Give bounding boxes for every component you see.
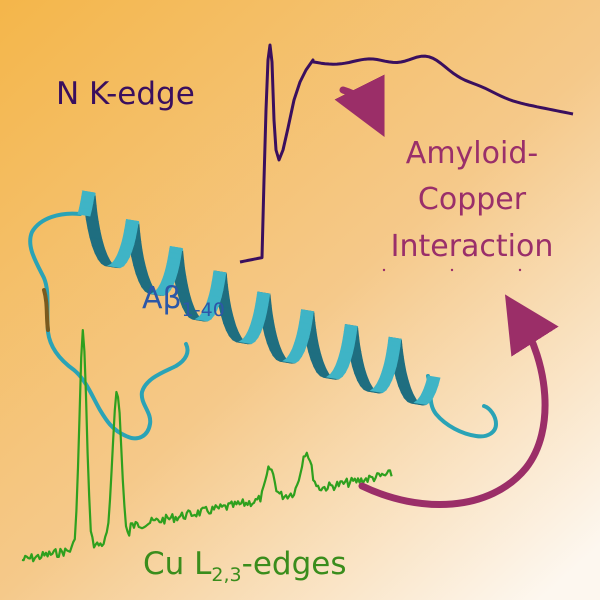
cu-l-edge-spectrum xyxy=(21,329,393,563)
amyloid-label-line3: Interaction xyxy=(391,229,554,264)
helix-segment xyxy=(425,375,441,386)
helix-segment xyxy=(388,336,402,341)
alpha-helix-icon xyxy=(77,190,441,406)
cu-sub: 2,3 xyxy=(211,564,241,586)
abeta-label: Aβ1-40 xyxy=(142,281,225,321)
peptide-coil-right xyxy=(426,374,499,439)
return-arrow-icon xyxy=(358,294,559,509)
helix-segment xyxy=(256,291,271,295)
abeta-main: Aβ xyxy=(142,281,182,316)
amyloid-label-line2: Copper xyxy=(418,182,527,217)
helix-segment xyxy=(126,219,140,225)
curved-arrow-icon xyxy=(334,74,385,138)
helix-segment xyxy=(213,270,227,274)
cu-tail: -edges xyxy=(242,546,347,582)
helix-segment xyxy=(82,190,96,196)
decor-dot xyxy=(382,268,386,272)
helix-segment xyxy=(344,324,358,328)
decor-dot xyxy=(450,268,454,272)
helix-segment xyxy=(169,246,184,252)
helix-segment xyxy=(300,309,315,313)
amyloid-label-line1: Amyloid- xyxy=(406,136,538,171)
cu-l-edges-label: Cu L2,3-edges xyxy=(143,546,346,586)
decor-dot xyxy=(518,268,522,272)
n-k-edge-spectrum xyxy=(239,43,574,264)
abeta-sub: 1-40 xyxy=(182,299,225,321)
cu-main: Cu L xyxy=(143,546,212,582)
peptide-coil-left-shade xyxy=(42,288,50,332)
peptide-coil-left xyxy=(28,211,190,441)
n-k-edge-label: N K-edge xyxy=(56,76,195,112)
